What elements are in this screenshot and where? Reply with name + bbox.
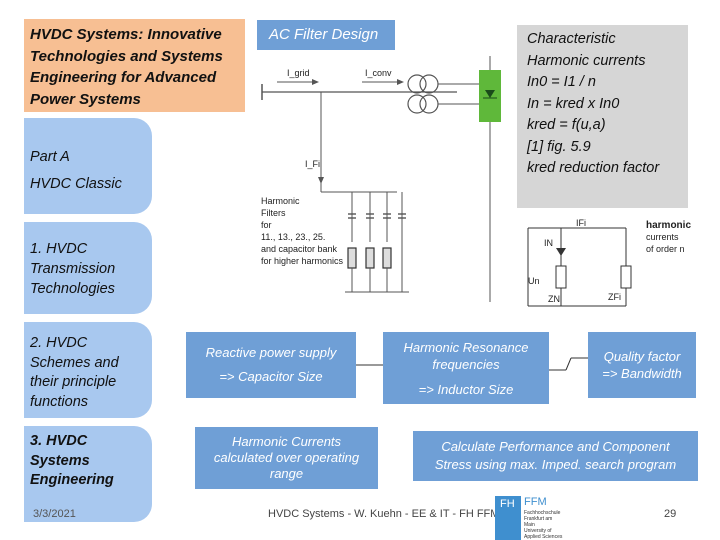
sidebar-item-label: Transmission bbox=[30, 261, 116, 277]
sidebar-item-part-a[interactable]: Part A HVDC Classic bbox=[24, 118, 152, 214]
char-line: kred = f(u,a) bbox=[527, 117, 606, 133]
ac-filter-heading: AC Filter Design bbox=[257, 20, 395, 50]
box-line: calculated over operating bbox=[213, 450, 360, 465]
i-fi-label: I_Fi bbox=[305, 159, 320, 169]
quality-factor-box: Quality factor => Bandwidth bbox=[588, 332, 696, 398]
footer-text: HVDC Systems - W. Kuehn - EE & IT - FH F… bbox=[268, 508, 500, 520]
equivalent-circuit-diagram: IN IFi Un ZN ZFi harmonic currents of or… bbox=[516, 214, 696, 318]
sidebar-item-label: functions bbox=[30, 393, 89, 410]
char-line: In = kred x In0 bbox=[527, 95, 620, 112]
char-line: Characteristic bbox=[527, 31, 616, 47]
zfi-label: ZFi bbox=[608, 292, 621, 302]
filter-branches bbox=[345, 192, 409, 293]
char-line: In0 = I1 / n bbox=[527, 74, 596, 90]
harmonic-resonance-box: Harmonic Resonance frequencies => Induct… bbox=[383, 332, 549, 404]
title-line: Engineering for Advanced bbox=[30, 69, 217, 86]
in-label: IN bbox=[544, 238, 553, 248]
calculate-performance-box: Calculate Performance and Component Stre… bbox=[413, 431, 698, 481]
i-grid-label: I_grid bbox=[287, 68, 310, 78]
un-label: Un bbox=[528, 276, 540, 286]
sidebar-item-label: 2. HVDC bbox=[30, 335, 88, 351]
sidebar-item-engineering[interactable]: 3. HVDC Systems Engineering bbox=[24, 426, 152, 522]
characteristic-harmonics-box: Characteristic Harmonic currents In0 = I… bbox=[517, 25, 688, 208]
connector-lines bbox=[356, 357, 588, 371]
char-line: [1] fig. 5.9 bbox=[527, 138, 591, 155]
title-line: Power Systems bbox=[30, 90, 141, 108]
char-line: kred reduction factor bbox=[527, 160, 660, 176]
sidebar-section-label: HVDC Classic bbox=[30, 176, 122, 192]
fh-ffm-logo: FH FFM Fachhochschule Frankfurt am Main … bbox=[495, 496, 563, 540]
logo-ffm-text: FFM bbox=[524, 496, 547, 508]
ac-filter-circuit-diagram: I_grid I_conv I_Fi bbox=[257, 52, 515, 302]
filters-text-line: Filters bbox=[261, 208, 286, 218]
char-line: Harmonic currents bbox=[527, 52, 646, 69]
sidebar-item-label: 1. HVDC bbox=[30, 241, 88, 257]
filters-text-line: 11., 13., 23., 25. bbox=[261, 232, 325, 242]
box-line: range bbox=[269, 466, 304, 481]
sidebar-part-label: Part A bbox=[30, 149, 70, 165]
harmonic-text: of order n bbox=[646, 244, 685, 254]
footer-date: 3/3/2021 bbox=[33, 508, 76, 520]
filters-text-line: Harmonic bbox=[261, 196, 300, 206]
zn-label: ZN bbox=[548, 294, 560, 304]
ifi-label: IFi bbox=[576, 218, 586, 228]
logo-fh-text: FH bbox=[500, 498, 515, 510]
box-line: Calculate Performance and Component bbox=[441, 439, 670, 454]
sidebar-item-label: Technologies bbox=[30, 281, 115, 297]
box-line: Harmonic Resonance bbox=[403, 339, 529, 355]
box-line: => Capacitor Size bbox=[219, 369, 323, 384]
harmonic-text: currents bbox=[646, 232, 679, 242]
box-line: Stress using max. Imped. search program bbox=[434, 457, 677, 472]
sidebar-item-label: Systems bbox=[30, 452, 90, 469]
sidebar-item-transmission[interactable]: 1. HVDC Transmission Technologies bbox=[24, 222, 152, 314]
filters-text-line: and capacitor bank bbox=[261, 244, 338, 254]
box-line: Harmonic Currents bbox=[231, 434, 342, 449]
harmonic-currents-box: Harmonic Currents calculated over operat… bbox=[195, 427, 378, 489]
reactive-power-box: Reactive power supply => Capacitor Size bbox=[186, 332, 356, 398]
sidebar-item-label: 3. HVDC bbox=[30, 433, 88, 449]
i-conv-label: I_conv bbox=[365, 68, 392, 78]
sidebar-item-label: Schemes and bbox=[30, 354, 119, 371]
logo-subtext: Fachhochschule Frankfurt am Main Univers… bbox=[524, 510, 563, 540]
box-line: frequencies bbox=[432, 356, 500, 372]
box-line: Quality factor bbox=[603, 349, 681, 364]
sidebar-item-schemes[interactable]: 2. HVDC Schemes and their principle func… bbox=[24, 322, 152, 418]
title-line: Technologies and Systems bbox=[30, 47, 223, 65]
sidebar-item-label: their principle bbox=[30, 374, 117, 390]
box-line: => Bandwidth bbox=[602, 366, 682, 381]
page-number: 29 bbox=[664, 508, 677, 520]
box-line: Reactive power supply bbox=[205, 345, 337, 360]
presentation-title: HVDC Systems: Innovative Technologies an… bbox=[24, 19, 245, 112]
filters-text-line: for bbox=[261, 220, 272, 230]
filters-text-line: for higher harmonics bbox=[261, 256, 344, 266]
sidebar-item-label: Engineering bbox=[30, 472, 114, 488]
harmonic-text: harmonic bbox=[646, 220, 691, 231]
box-line: => Inductor Size bbox=[418, 381, 514, 397]
title-line: HVDC Systems: Innovative bbox=[30, 26, 222, 43]
